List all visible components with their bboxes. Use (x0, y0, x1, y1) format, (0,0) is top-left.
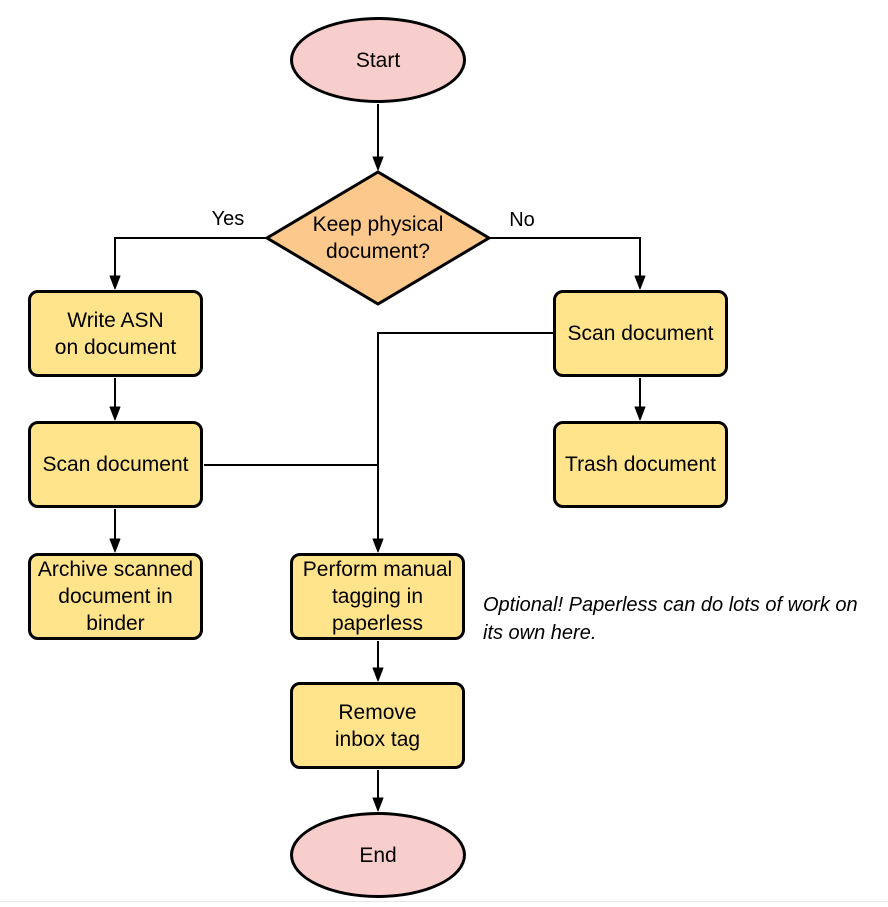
remove-inbox-tag-node: Remove inbox tag (290, 682, 465, 769)
scan-document-right-label: Scan document (567, 322, 714, 345)
no-label-text: No (509, 209, 535, 231)
decision-diamond-shape (264, 170, 492, 306)
trash-document-label: Trash document (565, 453, 716, 476)
archive-node: Archive scanned document in binder (28, 553, 203, 640)
edge-label-no: No (500, 209, 544, 232)
edge-decision-no-to-scan-right (489, 237, 646, 290)
end-node: End (290, 812, 466, 898)
optional-note: Optional! Paperless can do lots of work … (483, 594, 858, 644)
yes-label-text: Yes (211, 208, 245, 230)
scan-document-left-label: Scan document (42, 453, 189, 476)
archive-node-label: Archive scanned document in binder (37, 558, 194, 635)
manual-tagging-label: Perform manual tagging in paperless (302, 558, 453, 635)
manual-tagging-node: Perform manual tagging in paperless (290, 553, 465, 640)
scan-document-right-node: Scan document (553, 290, 728, 377)
decision-node-label: Keep physical document? (312, 213, 444, 263)
decision-node: Keep physical document? (267, 172, 489, 304)
edge-label-yes: Yes (206, 208, 250, 231)
remove-inbox-tag-label: Remove inbox tag (334, 700, 421, 751)
start-node-label: Start (355, 48, 401, 72)
edge-decision-yes-to-write-asn (109, 237, 267, 290)
end-node-label: End (359, 843, 397, 867)
bottom-divider (0, 901, 888, 902)
write-asn-node: Write ASN on document (28, 290, 203, 377)
write-asn-node-label: Write ASN on document (54, 308, 177, 359)
trash-document-node: Trash document (553, 421, 728, 508)
start-node: Start (290, 17, 466, 103)
edge-scan-right-to-tagging (372, 332, 553, 553)
scan-document-left-node: Scan document (28, 421, 203, 508)
